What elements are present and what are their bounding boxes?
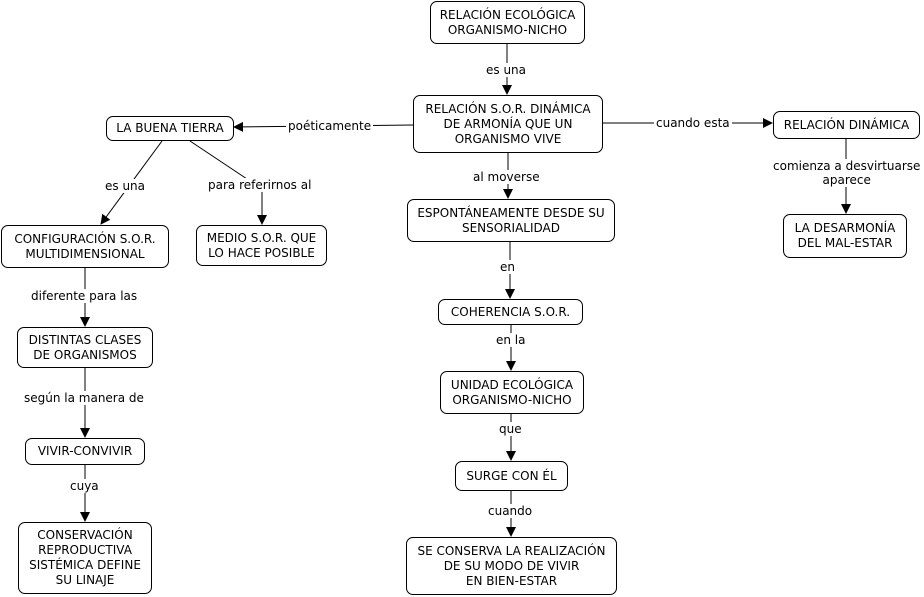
concept-buena-tierra[interactable]: LA BUENA TIERRA: [106, 116, 234, 141]
link-label-diferente: diferente para las: [29, 289, 140, 303]
concept-desarmonia[interactable]: LA DESARMONÍA DEL MAL-ESTAR: [783, 214, 907, 258]
concept-relacion-dinamica[interactable]: RELACIÓN DINÁMICA: [773, 111, 920, 139]
concept-coherencia[interactable]: COHERENCIA S.O.R.: [438, 299, 583, 325]
concept-se-conserva[interactable]: SE CONSERVA LA REALIZACIÓN DE SU MODO DE…: [406, 537, 617, 595]
link-label-cuando-esta: cuando esta: [654, 116, 732, 130]
link-label-es-una-left: es una: [103, 179, 148, 193]
concept-distintas-clases[interactable]: DISTINTAS CLASES DE ORGANISMOS: [17, 327, 153, 368]
concept-unidad-ecologica[interactable]: UNIDAD ECOLÓGICA ORGANISMO-NICHO: [440, 371, 584, 414]
concept-surge[interactable]: SURGE CON ÉL: [455, 461, 568, 491]
link-label-cuya: cuya: [68, 479, 101, 493]
link-label-en-la: en la: [494, 333, 528, 347]
link-label-es-una-top: es una: [484, 63, 529, 77]
link-label-segun: según la manera de: [22, 391, 146, 405]
link-label-al-moverse: al moverse: [471, 170, 542, 184]
link-label-en: en: [498, 260, 517, 274]
concept-conservacion[interactable]: CONSERVACIÓN REPRODUCTIVA SISTÉMICA DEFI…: [18, 522, 152, 594]
concept-medio[interactable]: MEDIO S.O.R. QUE LO HACE POSIBLE: [196, 225, 327, 266]
link-label-para-referirnos: para referirnos al: [206, 178, 314, 192]
concept-relacion-sor[interactable]: RELACIÓN S.O.R. DINÁMICA DE ARMONÍA QUE …: [413, 95, 603, 153]
concept-espontaneamente[interactable]: ESPONTÁNEAMENTE DESDE SU SENSORIALIDAD: [407, 199, 615, 242]
link-label-que: que: [497, 422, 524, 436]
link-label-cuando: cuando: [486, 504, 535, 518]
concept-relacion-ecologica[interactable]: RELACIÓN ECOLÓGICA ORGANISMO-NICHO: [430, 1, 585, 44]
concept-vivir-convivir[interactable]: VIVIR-CONVIVIR: [25, 438, 145, 465]
link-label-comienza: comienza a desvirtuarse aparece: [771, 159, 923, 187]
concept-configuracion[interactable]: CONFIGURACIÓN S.O.R. MULTIDIMENSIONAL: [1, 225, 169, 268]
link-label-poeticamente: poéticamente: [286, 119, 374, 133]
